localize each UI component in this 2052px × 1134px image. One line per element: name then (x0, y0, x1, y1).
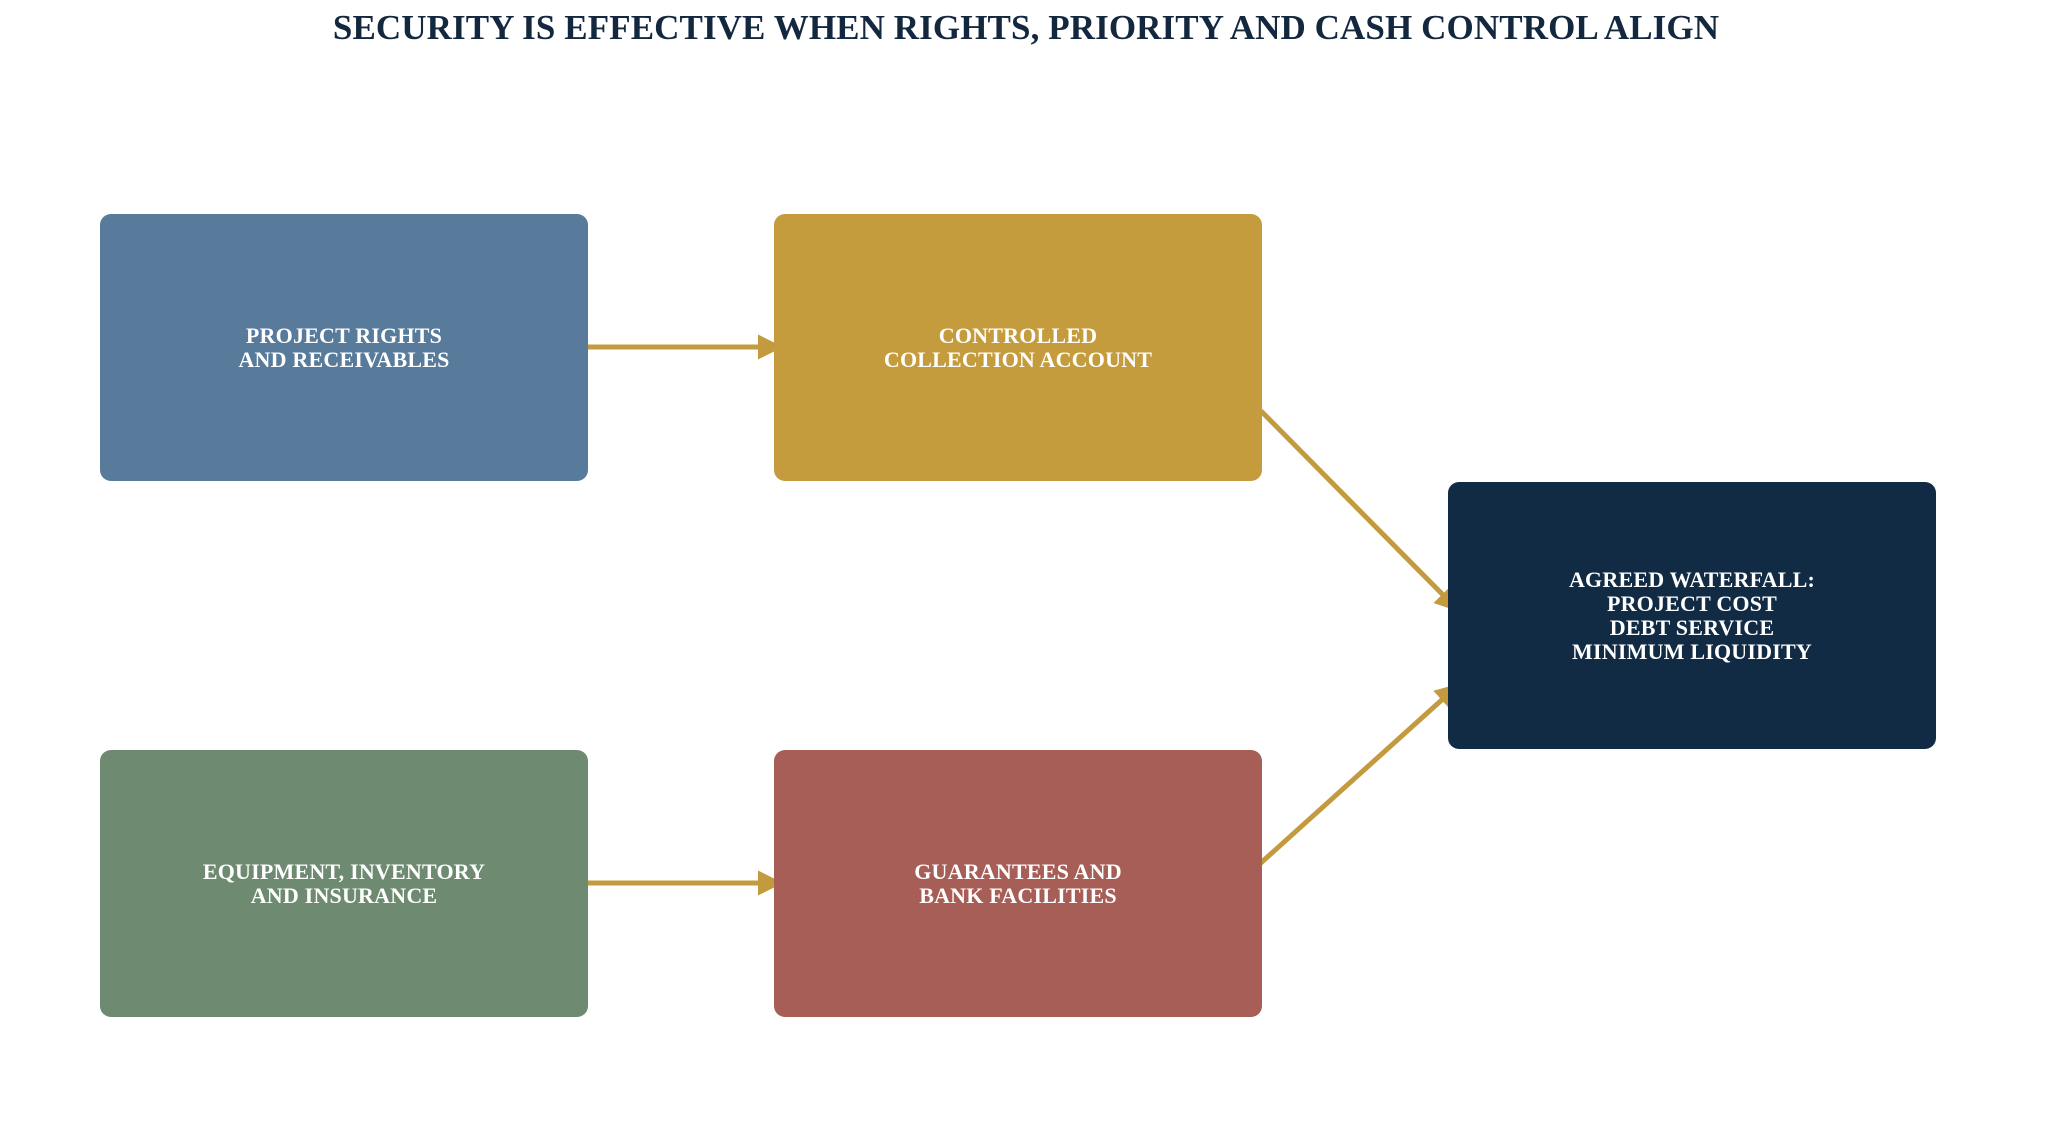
node-project-rights: PROJECT RIGHTS AND RECEIVABLES (100, 214, 588, 481)
diagram-title: SECURITY IS EFFECTIVE WHEN RIGHTS, PRIOR… (332, 8, 1720, 47)
arrow-guarantees-to-waterfall (1250, 683, 1461, 873)
arrow-collection-account-to-waterfall (1259, 409, 1460, 612)
node-guarantees: GUARANTEES AND BANK FACILITIES (774, 750, 1262, 1017)
node-project-rights-label: PROJECT RIGHTS AND RECEIVABLES (238, 322, 450, 372)
node-equipment: EQUIPMENT, INVENTORY AND INSURANCE (100, 750, 588, 1017)
node-waterfall: AGREED WATERFALL: PROJECT COST DEBT SERV… (1448, 482, 1936, 749)
node-waterfall-label: AGREED WATERFALL: PROJECT COST DEBT SERV… (1568, 566, 1816, 664)
node-equipment-label: EQUIPMENT, INVENTORY AND INSURANCE (202, 858, 486, 908)
node-collection-account: CONTROLLED COLLECTION ACCOUNT (774, 214, 1262, 481)
node-guarantees-label: GUARANTEES AND BANK FACILITIES (914, 858, 1122, 908)
node-collection-account-label: CONTROLLED COLLECTION ACCOUNT (883, 322, 1153, 372)
